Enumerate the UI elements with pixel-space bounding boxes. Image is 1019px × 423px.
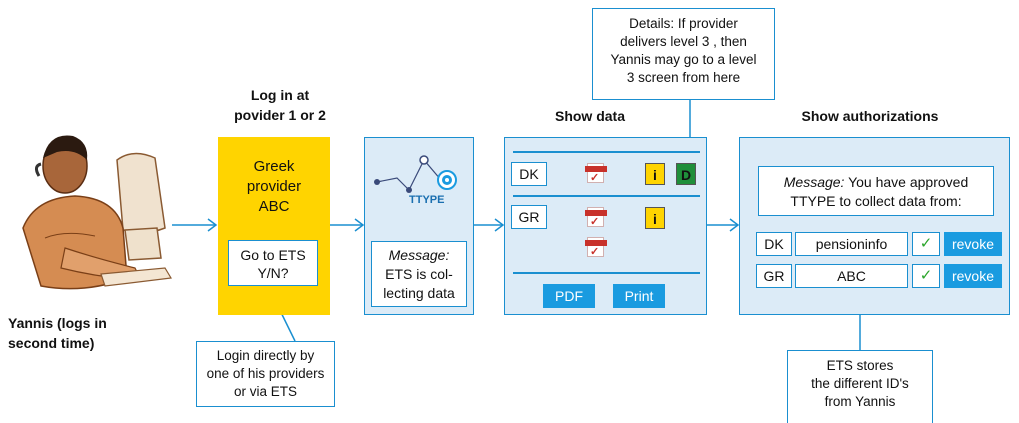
authorizations-panel: Message: You have approved TTYPE to coll… — [739, 137, 1010, 315]
ttype-logo-icon — [374, 155, 457, 193]
login-callout-line3: or via ETS — [233, 384, 298, 399]
print-button[interactable]: Print — [613, 284, 665, 308]
pdf-file-icon[interactable]: ✓ — [585, 204, 607, 228]
login-callout: Login directly by one of his providers o… — [196, 341, 335, 407]
provider-name: Greek provider ABC — [218, 157, 330, 217]
pdf-file-icon[interactable]: ✓ — [585, 234, 607, 258]
divider-middle — [513, 195, 700, 197]
step4-heading: Show authorizations — [801, 108, 939, 124]
login-callout-line2: one of his providers — [206, 366, 325, 381]
go-to-ets-prompt[interactable]: Go to ETS Y/N? — [228, 240, 318, 286]
step1-heading: Log in at povider 1 or 2 — [210, 85, 350, 125]
details-callout-line2: delivers level 3 , then — [620, 34, 747, 49]
info-badge-dk[interactable]: i — [645, 163, 665, 185]
info-badge-gr[interactable]: i — [645, 207, 665, 229]
level3-details-callout: Details: If provider delivers level 3 , … — [592, 8, 775, 100]
login-callout-line1: Login directly by — [216, 348, 315, 363]
pdf-button[interactable]: PDF — [543, 284, 595, 308]
go-to-ets-line1: Go to ETS — [240, 247, 306, 263]
show-data-panel: DK ✓ i D GR ✓ ✓ i PDF Print — [504, 137, 707, 315]
ttype-logo-text: TTYPE — [409, 194, 445, 206]
ets-message-line3: lecting data — [383, 285, 455, 301]
ets-stores-callout: ETS stores the different ID's from Yanni… — [787, 350, 933, 423]
step3-heading: Show data — [554, 108, 625, 124]
details-callout-line3: Yannis may go to a level — [610, 52, 757, 67]
divider-top — [513, 151, 700, 153]
approval-message: Message: You have approved TTYPE to coll… — [758, 166, 994, 216]
ets-collecting-message: Message: ETS is col- lecting data — [371, 241, 467, 307]
revoke-button[interactable]: revoke — [944, 232, 1002, 256]
person-at-computer-icon — [22, 135, 172, 290]
person-label-line1: Yannis (logs in — [8, 315, 107, 331]
details-badge-dk[interactable]: D — [676, 163, 696, 185]
ets-message-label: Message: — [388, 247, 450, 263]
go-to-ets-line2: Y/N? — [257, 265, 289, 281]
approved-check-icon: ✓ — [912, 232, 940, 256]
ets-message-line2: ETS is col- — [385, 266, 453, 282]
approval-message-line2: TTYPE to collect data from: — [790, 193, 962, 209]
approval-message-label: Message: — [783, 174, 845, 190]
details-callout-line4: 3 screen from here — [626, 70, 741, 85]
divider-bottom — [513, 272, 700, 274]
auth-row-provider: ABC — [795, 264, 908, 288]
row2-country: GR — [511, 205, 547, 229]
provider-name-line3: ABC — [258, 198, 290, 215]
row1-country: DK — [511, 162, 547, 186]
approval-message-line1: Message: You have approved — [759, 173, 993, 192]
approved-check-icon: ✓ — [912, 264, 940, 288]
auth-row-country: GR — [756, 264, 792, 288]
step1-heading-line1: Log in at — [250, 87, 310, 103]
person-label: Yannis (logs in second time) — [8, 313, 107, 353]
greek-provider-panel: Greek provider ABC Go to ETS Y/N? — [218, 137, 330, 315]
person-label-line2: second time) — [8, 335, 95, 351]
revoke-button[interactable]: revoke — [944, 264, 1002, 288]
ets-stores-line2: the different ID's — [811, 376, 909, 391]
provider-name-line1: Greek — [253, 158, 295, 175]
ets-stores-line1: ETS stores — [826, 358, 894, 373]
details-callout-line1: Details: If provider — [629, 16, 738, 31]
approval-message-rest: You have approved — [844, 174, 969, 190]
ets-stores-line3: from Yannis — [824, 394, 896, 409]
step1-heading-line2: povider 1 or 2 — [234, 107, 326, 123]
ttype-panel: TTYPE Message: ETS is col- lecting data — [364, 137, 474, 315]
pdf-file-icon[interactable]: ✓ — [585, 160, 607, 184]
auth-row-provider: pensioninfo — [795, 232, 908, 256]
auth-row-country: DK — [756, 232, 792, 256]
provider-name-line2: provider — [246, 178, 302, 195]
